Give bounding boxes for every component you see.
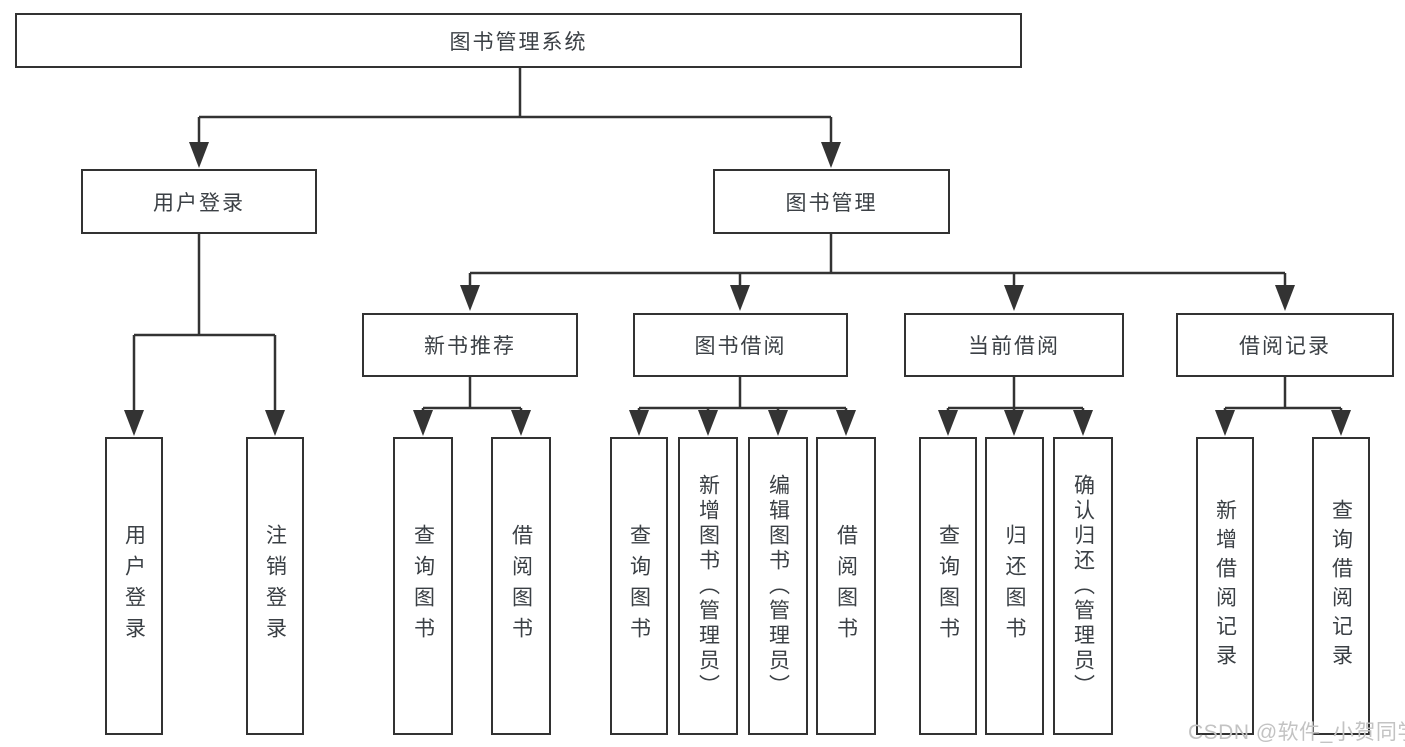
node-user-login: 用户登录: [81, 169, 317, 234]
node-book-borrowing-label: 图书借阅: [694, 335, 787, 358]
leaf-query-book-1-label: 查询图书: [411, 524, 435, 648]
leaf-borrow-book-2-label: 借阅图书: [834, 524, 858, 648]
leaf-query-book-3: 查询图书: [919, 437, 977, 735]
leaf-borrow-book-1-label: 借阅图书: [509, 524, 533, 648]
leaf-query-borrow-record: 查询借阅记录: [1312, 437, 1370, 735]
node-current-borrowing: 当前借阅: [904, 313, 1124, 377]
leaf-query-book-3-label: 查询图书: [936, 524, 960, 648]
leaf-return-book-label: 归还图书: [1003, 524, 1026, 648]
leaf-edit-book-admin: 编辑图书（管理员）: [748, 437, 808, 735]
leaf-borrow-book-1: 借阅图书: [491, 437, 551, 735]
node-root: 图书管理系统: [15, 13, 1022, 68]
node-current-borrowing-label: 当前借阅: [968, 335, 1060, 358]
leaf-query-book-2-label: 查询图书: [627, 524, 651, 648]
node-borrowing-records-label: 借阅记录: [1239, 335, 1331, 358]
node-book-management-label: 图书管理: [785, 191, 878, 215]
leaf-borrow-book-2: 借阅图书: [816, 437, 876, 735]
node-root-label: 图书管理系统: [449, 30, 588, 54]
leaf-query-borrow-record-label: 查询借阅记录: [1329, 499, 1353, 673]
node-new-book-recommend: 新书推荐: [362, 313, 578, 377]
csdn-watermark: CSDN @软件_小贺同学: [1188, 721, 1405, 744]
node-book-management: 图书管理: [713, 169, 950, 234]
leaf-user-login: 用户登录: [105, 437, 163, 735]
leaf-add-book-admin: 新增图书（管理员）: [678, 437, 738, 735]
leaf-query-book-2: 查询图书: [610, 437, 668, 735]
node-user-login-label: 用户登录: [153, 191, 245, 215]
leaf-add-borrow-record: 新增借阅记录: [1196, 437, 1254, 735]
leaf-return-book: 归还图书: [985, 437, 1044, 735]
leaf-logout: 注销登录: [246, 437, 304, 735]
leaf-confirm-return-admin: 确认归还（管理员）: [1053, 437, 1113, 735]
node-borrowing-records: 借阅记录: [1176, 313, 1394, 377]
leaf-add-book-admin-label: 新增图书（管理员）: [696, 473, 720, 699]
leaf-confirm-return-admin-label: 确认归还（管理员）: [1071, 473, 1095, 699]
node-book-borrowing: 图书借阅: [633, 313, 848, 377]
leaf-query-book-1: 查询图书: [393, 437, 453, 735]
node-new-book-recommend-label: 新书推荐: [424, 335, 516, 358]
leaf-user-login-label: 用户登录: [122, 524, 146, 648]
leaf-edit-book-admin-label: 编辑图书（管理员）: [766, 473, 790, 699]
leaf-add-borrow-record-label: 新增借阅记录: [1213, 499, 1237, 673]
leaf-logout-label: 注销登录: [263, 524, 287, 648]
